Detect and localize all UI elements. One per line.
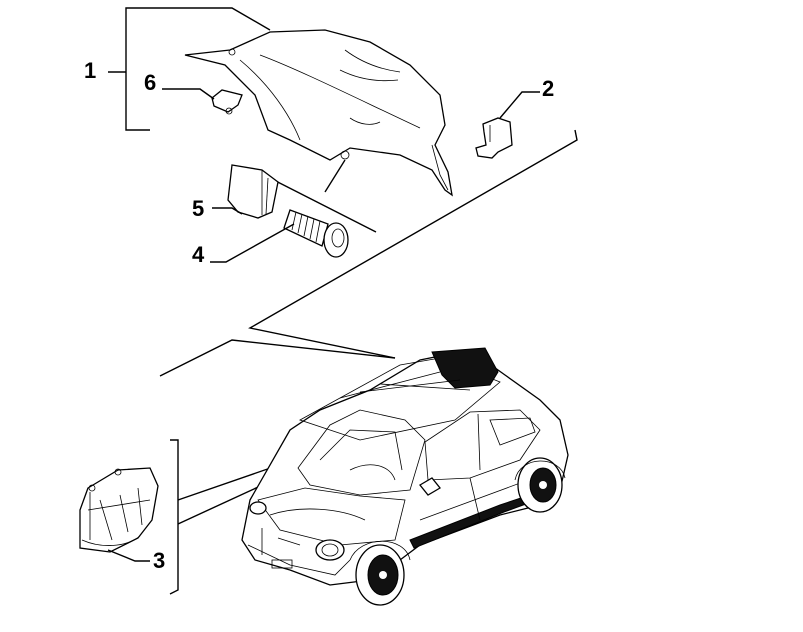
callout-2: 2: [542, 76, 555, 101]
part-6-clip: [162, 88, 243, 115]
part-5-grommet: [212, 164, 279, 219]
callout-1: 1: [84, 58, 97, 83]
callout-5: 5: [192, 196, 205, 221]
part-2-bracket: [475, 91, 540, 159]
car-illustration: [241, 347, 569, 606]
part-1-headliner-panel: [184, 29, 453, 197]
callout-3: 3: [153, 548, 166, 573]
bracket-1: [108, 7, 271, 131]
part-4-screw: [210, 209, 349, 263]
explode-lines: [159, 129, 578, 377]
callout-6: 6: [144, 70, 157, 95]
callout-4: 4: [192, 242, 205, 267]
part-3-lamp-cover: [79, 467, 159, 562]
